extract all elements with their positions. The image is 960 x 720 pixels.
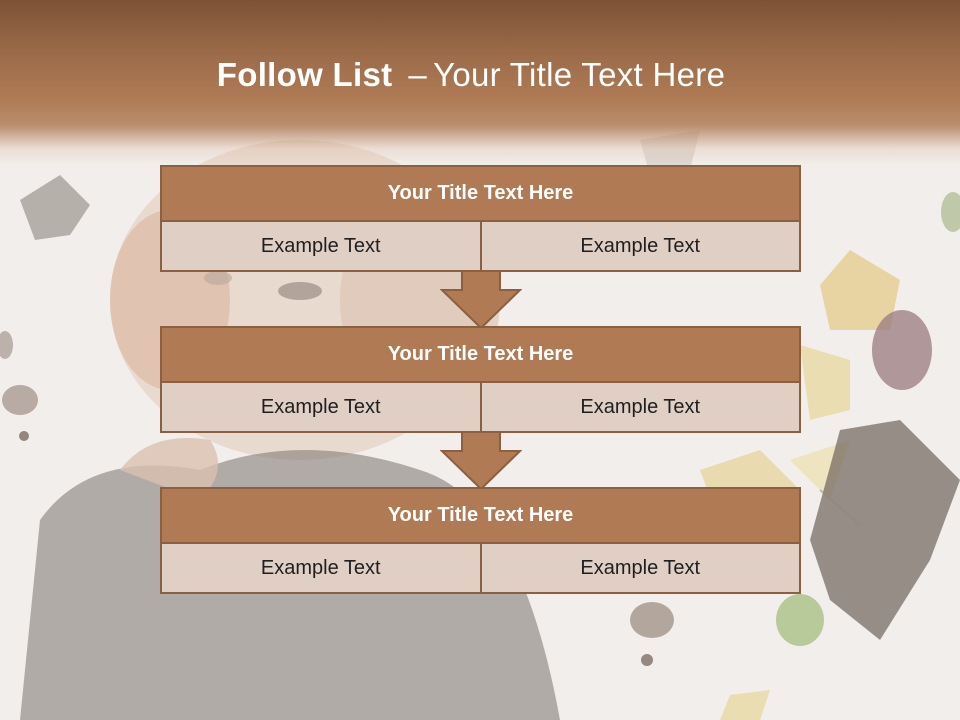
down-arrow-icon bbox=[440, 270, 522, 330]
block-cell-right: Example Text bbox=[481, 544, 801, 594]
slide-title-strong: Follow List bbox=[216, 56, 393, 93]
block-cells: Example Text Example Text bbox=[160, 544, 801, 594]
block-cell-left: Example Text bbox=[160, 544, 482, 594]
flow-block-2: Your Title Text Here Example Text Exampl… bbox=[160, 326, 801, 433]
flow-block-3: Your Title Text Here Example Text Exampl… bbox=[160, 487, 801, 594]
block-heading: Your Title Text Here bbox=[160, 487, 801, 544]
block-heading: Your Title Text Here bbox=[160, 165, 801, 222]
block-cell-right: Example Text bbox=[481, 383, 801, 433]
slide-title: Follow List–Your Title Text Here bbox=[0, 56, 942, 94]
block-cell-left: Example Text bbox=[160, 222, 482, 272]
block-cell-left: Example Text bbox=[160, 383, 482, 433]
flow-block-1: Your Title Text Here Example Text Exampl… bbox=[160, 165, 801, 272]
down-arrow-icon bbox=[440, 431, 522, 491]
block-cell-right: Example Text bbox=[481, 222, 801, 272]
block-cells: Example Text Example Text bbox=[160, 383, 801, 433]
slide-title-separator: – bbox=[408, 56, 428, 93]
slide-title-rest: Your Title Text Here bbox=[433, 56, 726, 93]
block-heading: Your Title Text Here bbox=[160, 326, 801, 383]
block-cells: Example Text Example Text bbox=[160, 222, 801, 272]
header-band: Follow List–Your Title Text Here bbox=[0, 0, 960, 165]
